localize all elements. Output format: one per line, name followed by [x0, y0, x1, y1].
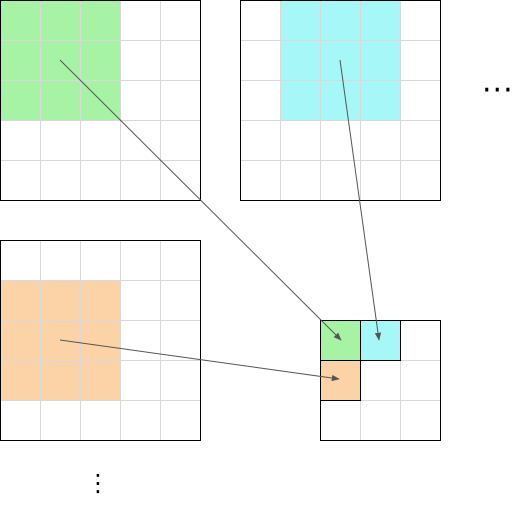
grid-lines	[0, 240, 201, 441]
horizontal-ellipsis: ···	[482, 73, 514, 108]
grid-border	[240, 0, 441, 201]
grid-border	[0, 0, 201, 201]
input-grid-top-left	[0, 0, 201, 201]
arrow-green	[59, 59, 342, 341]
grid-border	[0, 240, 201, 441]
output-cell-orange	[320, 360, 361, 401]
arrows	[59, 59, 382, 382]
grid-border	[320, 320, 441, 441]
output-grid	[320, 320, 441, 441]
vertical-ellipsis: ⋮	[86, 469, 110, 497]
output-cell-cyan	[360, 320, 401, 361]
input-grid-top-right	[240, 0, 441, 201]
arrow-cyan	[339, 59, 382, 341]
output-cell-green	[320, 320, 361, 361]
grid-lines	[240, 0, 441, 201]
input-grid-bottom-left	[0, 240, 201, 441]
arrow-orange	[59, 339, 340, 382]
grid-lines	[0, 0, 201, 201]
